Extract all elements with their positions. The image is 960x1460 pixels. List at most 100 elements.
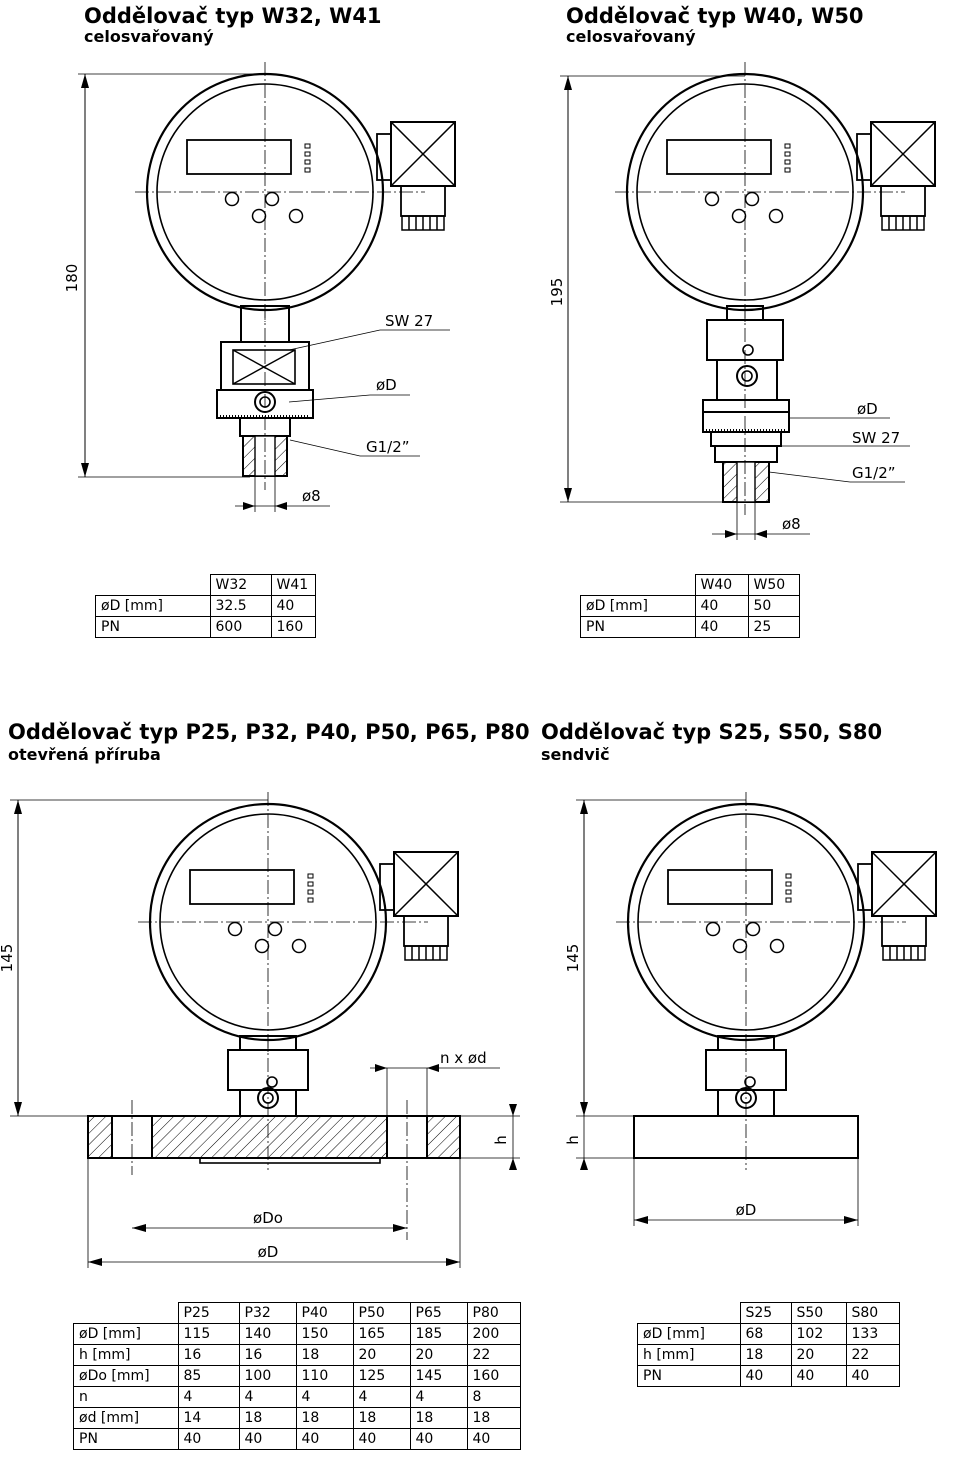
w40-w50-od-label: øD	[857, 400, 878, 418]
table-cell: 4	[409, 1386, 468, 1408]
s-sandwich-drawing: 145 h øD	[564, 790, 938, 1226]
w40-w50-gauge-head	[613, 60, 937, 324]
table-cell: 18	[352, 1407, 411, 1429]
table-cell: 165	[352, 1323, 411, 1345]
table-row: øDo [mm] 85 100 110 125 145 160	[73, 1365, 521, 1387]
table-row-label: PN	[580, 616, 696, 638]
table-cell: 50	[747, 595, 800, 617]
w40-w50-drawing: 195 øD SW 27 G1/2” ø8	[548, 60, 937, 540]
table-row-label: ød [mm]	[73, 1407, 179, 1429]
table-cell: 133	[845, 1323, 900, 1345]
table-row: n 4 4 4 4 4 8	[73, 1386, 521, 1408]
table-header-cell: W41	[270, 574, 316, 596]
table-cell: 110	[295, 1365, 354, 1387]
table-cell: 18	[295, 1344, 354, 1366]
w32-w41-od-label: øD	[376, 376, 397, 394]
table-cell: 40	[295, 1428, 354, 1450]
table-cell: 102	[790, 1323, 847, 1345]
p-flange-subtitle: otevřená příruba	[8, 745, 161, 764]
table-row: PN 40 25	[580, 616, 800, 638]
table-cell: 200	[466, 1323, 521, 1345]
table-cell: 600	[209, 616, 272, 638]
table-cell: 40	[694, 595, 749, 617]
s-sandwich-subtitle: sendvič	[541, 745, 610, 764]
table-cell: 40	[352, 1428, 411, 1450]
table-cell: 115	[177, 1323, 240, 1345]
table-row-label: PN	[637, 1365, 741, 1387]
table-row-label: øDo [mm]	[73, 1365, 179, 1387]
table-row: øD [mm] 115 140 150 165 185 200	[73, 1323, 521, 1345]
table-cell: 150	[295, 1323, 354, 1345]
table-cell: 145	[409, 1365, 468, 1387]
p-flange-od-label: øD	[258, 1243, 279, 1261]
p-flange-spec-table: P25 P32 P40 P50 P65 P80 øD [mm] 115 140 …	[73, 1302, 521, 1450]
w40-w50-bore-label: ø8	[782, 515, 801, 533]
table-row: PN 600 160	[95, 616, 316, 638]
table-cell: 160	[270, 616, 316, 638]
table-row: øD [mm] 40 50	[580, 595, 800, 617]
table-header-row: W32 W41	[95, 574, 316, 596]
table-row: øD [mm] 32.5 40	[95, 595, 316, 617]
table-header-cell: P32	[238, 1302, 297, 1324]
table-cell: 4	[295, 1386, 354, 1408]
table-header-cell: P80	[466, 1302, 521, 1324]
table-cell: 18	[295, 1407, 354, 1429]
table-cell: 40	[238, 1428, 297, 1450]
table-cell: 40	[845, 1365, 900, 1387]
w40-w50-sw-label: SW 27	[852, 429, 900, 447]
table-cell: 125	[352, 1365, 411, 1387]
p-flange-title: Oddělovač typ P25, P32, P40, P50, P65, P…	[8, 720, 530, 744]
table-cell: 4	[238, 1386, 297, 1408]
table-row-label: PN	[95, 616, 211, 638]
table-cell: 18	[409, 1407, 468, 1429]
p-flange-gauge-head	[136, 790, 460, 1054]
table-cell: 100	[238, 1365, 297, 1387]
table-cell: 18	[238, 1407, 297, 1429]
s-sandwich-height-dimension: 145	[564, 944, 582, 973]
table-cell: 68	[739, 1323, 792, 1345]
table-cell: 185	[409, 1323, 468, 1345]
table-row: øD [mm] 68 102 133	[637, 1323, 900, 1345]
table-row-label: h [mm]	[73, 1344, 179, 1366]
table-header-row: P25 P32 P40 P50 P65 P80	[73, 1302, 521, 1324]
table-header-cell: W50	[747, 574, 800, 596]
p-flange-drawing: 145 n x ød h øDo øD	[0, 790, 520, 1268]
table-cell: 14	[177, 1407, 240, 1429]
table-header-cell: W40	[694, 574, 749, 596]
table-cell: 4	[352, 1386, 411, 1408]
w40-w50-height-dimension: 195	[548, 278, 566, 307]
w32-w41-height-dimension: 180	[63, 264, 81, 293]
table-row: PN 40 40 40	[637, 1365, 900, 1387]
table-header-cell: W32	[209, 574, 272, 596]
table-row: ød [mm] 14 18 18 18 18 18	[73, 1407, 521, 1429]
table-header-cell: P25	[177, 1302, 240, 1324]
table-cell: 20	[352, 1344, 411, 1366]
table-row-label: PN	[73, 1428, 179, 1450]
s-sandwich-gauge-head	[614, 790, 938, 1054]
w40-w50-thread-label: G1/2”	[852, 464, 896, 482]
table-row-label: h [mm]	[637, 1344, 741, 1366]
w40-w50-spec-table: W40 W50 øD [mm] 40 50 PN 40 25	[580, 574, 800, 638]
p-flange-do-label: øDo	[253, 1209, 283, 1227]
table-cell: 8	[466, 1386, 521, 1408]
s-sandwich-spec-table: S25 S50 S80 øD [mm] 68 102 133 h [mm] 18…	[637, 1302, 900, 1387]
s-sandwich-h-label: h	[564, 1135, 582, 1145]
s-sandwich-od-label: øD	[736, 1201, 757, 1219]
table-cell: 40	[739, 1365, 792, 1387]
s-sandwich-title: Oddělovač typ S25, S50, S80	[541, 720, 883, 744]
table-header-cell: S80	[845, 1302, 900, 1324]
w32-w41-thread-label: G1/2”	[366, 438, 410, 456]
table-cell: 18	[739, 1344, 792, 1366]
table-cell: 85	[177, 1365, 240, 1387]
table-row: h [mm] 16 16 18 20 20 22	[73, 1344, 521, 1366]
table-row-label: øD [mm]	[73, 1323, 179, 1345]
table-cell: 32.5	[209, 595, 272, 617]
table-row-label: øD [mm]	[580, 595, 696, 617]
w32-w41-title: Oddělovač typ W32, W41	[84, 4, 382, 28]
table-cell: 20	[790, 1344, 847, 1366]
table-cell: 20	[409, 1344, 468, 1366]
w32-w41-spec-table: W32 W41 øD [mm] 32.5 40 PN 600 160	[95, 574, 316, 638]
table-header-row: W40 W50	[580, 574, 800, 596]
table-cell: 16	[238, 1344, 297, 1366]
